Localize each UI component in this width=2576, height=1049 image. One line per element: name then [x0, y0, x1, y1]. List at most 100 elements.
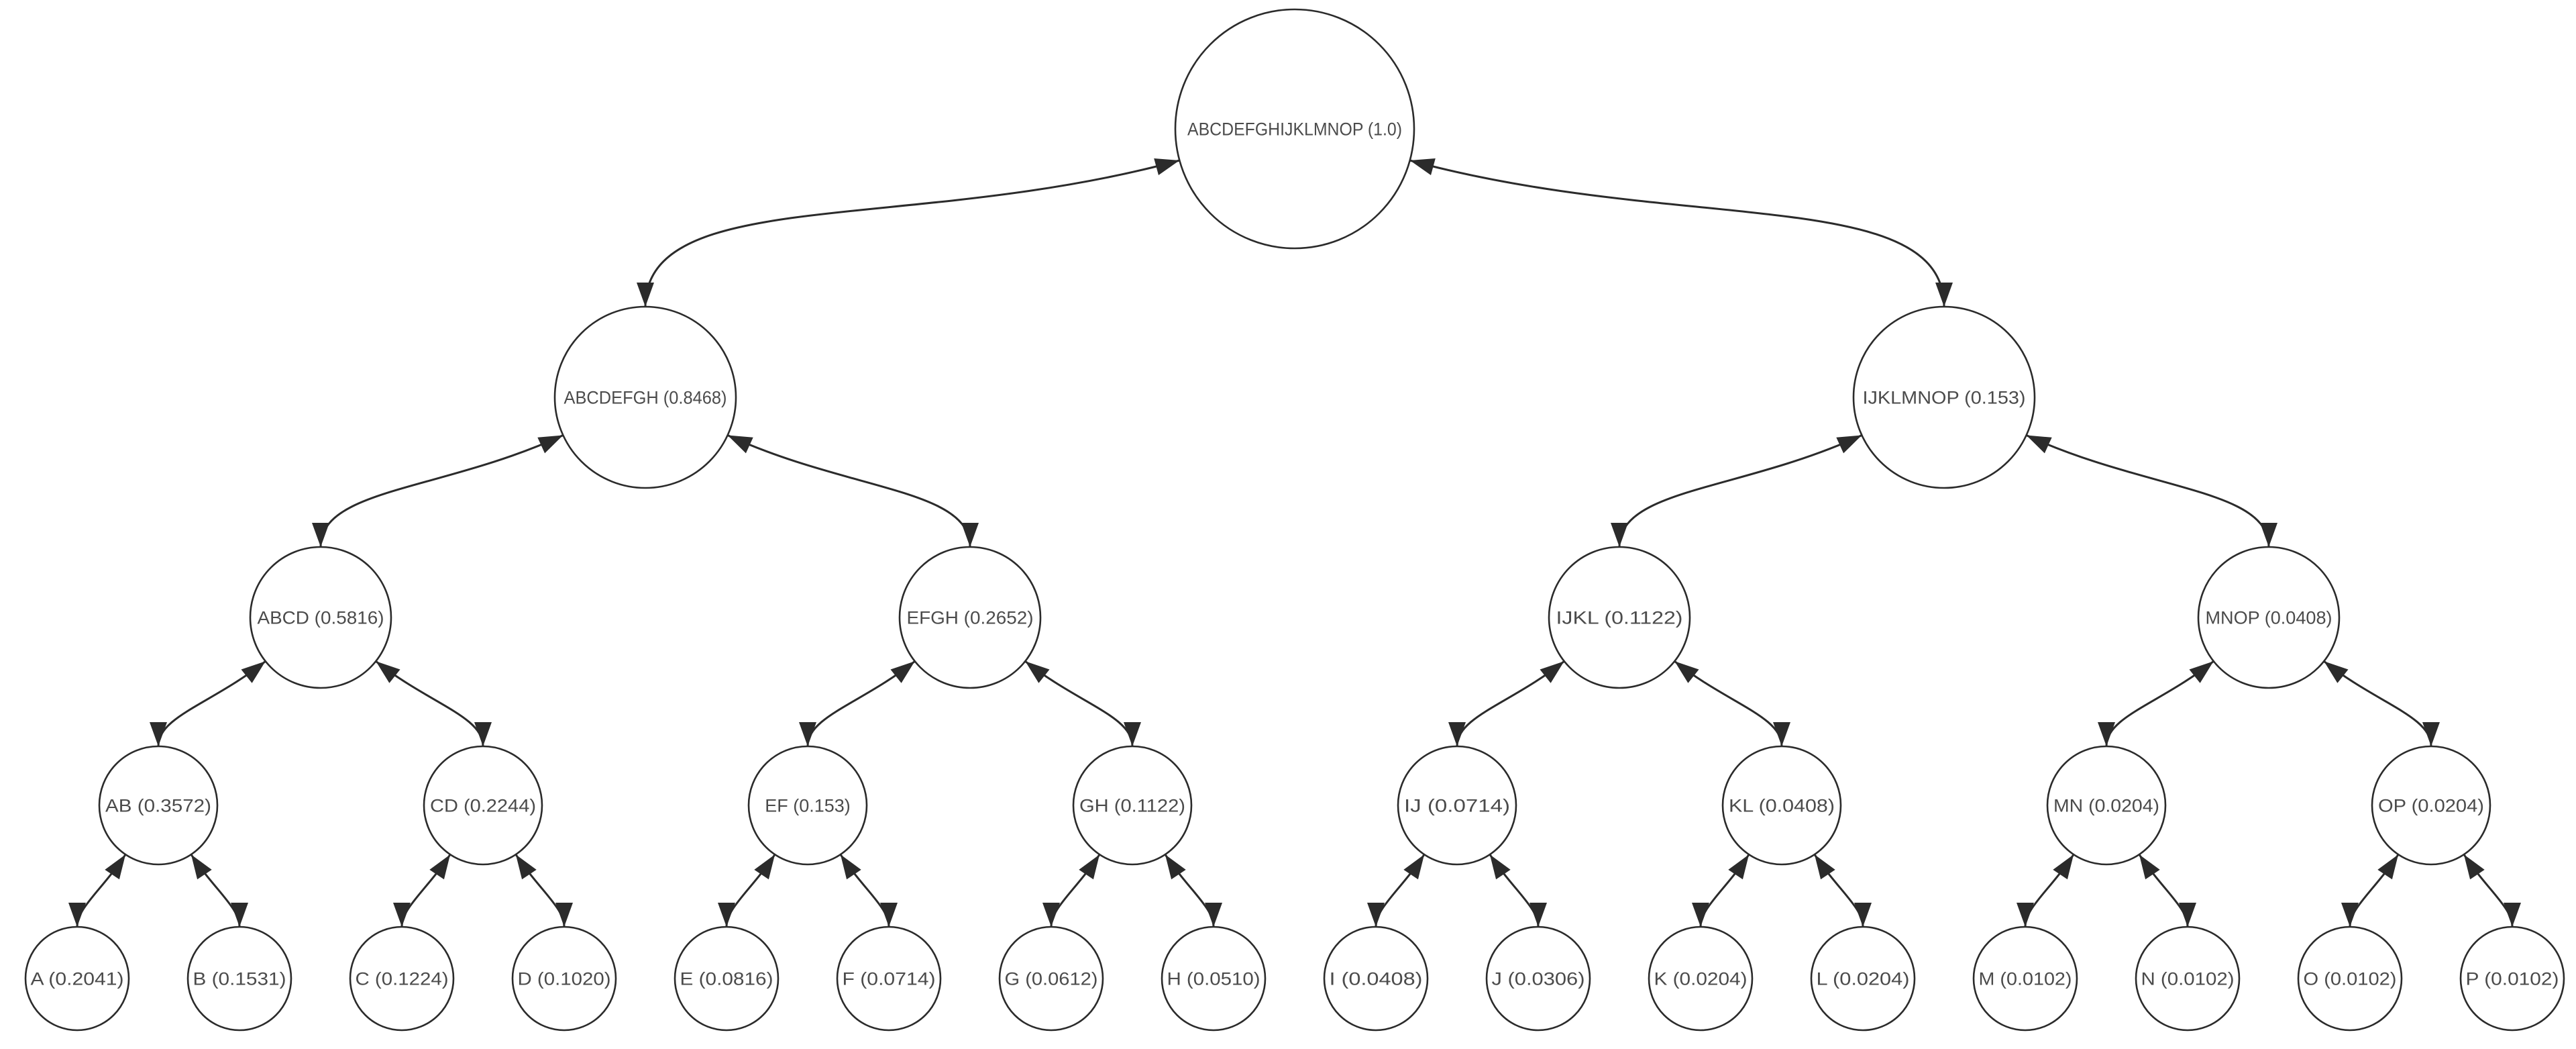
arrowhead-into-ABCDEFGH: [537, 435, 564, 454]
arrowhead-into-EFGH: [1025, 661, 1050, 683]
tree-node-EF: [747, 745, 868, 866]
arrowhead-into-O: [2341, 903, 2359, 927]
arrowhead-into-ABCDEFGH: [727, 435, 753, 454]
tree-node-label-MNOP: MNOP (0.0408): [2206, 607, 2332, 628]
arrowhead-into-AB: [191, 854, 212, 880]
tree-node-K: [1648, 926, 1754, 1032]
tree-node-AB: [98, 745, 219, 866]
arrowhead-into-EF: [799, 722, 816, 746]
tree-node-label-ABCDEFGH: ABCDEFGH (0.8468): [564, 387, 727, 407]
arrowhead-into-IJ: [1403, 854, 1425, 880]
tree-node-label-IJKL: IJKL (0.1122): [1556, 607, 1683, 628]
tree-node-label-J: J (0.0306): [1492, 968, 1585, 989]
tree-node-label-P: P (0.0102): [2466, 968, 2559, 989]
tree-node-label-AB: AB (0.3572): [105, 795, 211, 815]
tree-node-G: [998, 926, 1104, 1032]
tree-node-KL: [1721, 745, 1842, 866]
arrowhead-into-MN: [2098, 722, 2115, 746]
arrowhead-into-AB: [150, 722, 167, 746]
tree-node-label-MN: MN (0.0204): [2053, 795, 2159, 815]
arrowhead-into-KL: [1728, 854, 1750, 880]
tree-node-label-M: M (0.0102): [1979, 968, 2072, 989]
arrowhead-into-AB: [105, 854, 126, 880]
tree-node-D: [511, 926, 617, 1032]
arrowhead-into-ABCDEFGHIJKLMNOP: [1154, 158, 1180, 175]
tree-node-IJ: [1397, 745, 1517, 866]
tree-node-CD: [423, 745, 543, 866]
edge-ABCDEFGHIJKLMNOP-IJKLMNOP: [1409, 159, 1945, 307]
tree-node-label-CD: CD (0.2244): [430, 795, 536, 815]
tree-node-C: [349, 926, 455, 1032]
arrowhead-into-K: [1692, 903, 1709, 927]
arrowhead-into-IJ: [1489, 854, 1511, 880]
tree-node-label-GH: GH (0.1122): [1079, 795, 1185, 815]
tree-node-label-B: B (0.1531): [193, 968, 286, 989]
arrowhead-into-GH: [1124, 722, 1141, 746]
arrowhead-into-E: [718, 903, 735, 927]
tree-node-label-ABCD: ABCD (0.5816): [258, 607, 384, 628]
arrowhead-into-IJKLMNOP: [1935, 283, 1953, 307]
edge-IJKLMNOP-MNOP: [2025, 434, 2270, 548]
arrowhead-into-EFGH: [961, 523, 979, 547]
arrowhead-into-IJKLMNOP: [1836, 435, 1862, 454]
tree-node-MN: [2046, 745, 2167, 866]
arrowhead-into-EFGH: [890, 661, 915, 683]
arrowhead-into-EF: [840, 854, 861, 880]
tree-node-label-EFGH: EFGH (0.2652): [907, 607, 1034, 628]
arrowhead-into-IJ: [1448, 722, 1466, 746]
arrowhead-into-MN: [2053, 854, 2074, 880]
tree-node-GH: [1072, 745, 1193, 866]
tree-node-label-O: O (0.0102): [2304, 968, 2397, 989]
tree-node-label-N: N (0.0102): [2141, 968, 2235, 989]
tree-node-I: [1323, 926, 1429, 1032]
arrowhead-into-M: [2017, 903, 2034, 927]
edge-IJKLMNOP-IJKL: [1618, 434, 1863, 548]
arrowhead-into-B: [231, 903, 248, 927]
arrowhead-into-OP: [2422, 722, 2440, 746]
arrowhead-into-ABCDEFGH: [637, 283, 654, 307]
tree-node-label-EF: EF (0.153): [765, 795, 851, 815]
arrowhead-into-MNOP: [2189, 661, 2214, 683]
arrowhead-into-OP: [2463, 854, 2485, 880]
arrowhead-into-EF: [754, 854, 775, 880]
tree-node-O: [2297, 926, 2403, 1032]
arrowhead-into-N: [2179, 903, 2196, 927]
arrowhead-into-IJKLMNOP: [2026, 435, 2052, 454]
arrowhead-into-MNOP: [2260, 523, 2277, 547]
tree-node-label-IJ: IJ (0.0714): [1404, 795, 1510, 815]
arrowhead-into-G: [1042, 903, 1060, 927]
tree-node-J: [1485, 926, 1591, 1032]
tree-node-EFGH: [898, 546, 1042, 689]
arrowhead-into-F: [880, 903, 898, 927]
arrowhead-into-OP: [2377, 854, 2399, 880]
arrowhead-into-L: [1854, 903, 1872, 927]
arrowhead-into-IJKL: [1611, 523, 1628, 547]
tree-node-MNOP: [2197, 546, 2341, 689]
arrowhead-into-ABCDEFGHIJKLMNOP: [1409, 158, 1436, 175]
tree-node-label-C: C (0.1224): [356, 968, 449, 989]
tree-node-M: [1972, 926, 2078, 1032]
tree-node-IJKLMNOP: [1852, 305, 2036, 489]
edge-ABCDEFGH-EFGH: [727, 434, 971, 548]
tree-node-A: [24, 926, 130, 1032]
tree-node-label-K: K (0.0204): [1654, 968, 1748, 989]
tree-node-F: [836, 926, 942, 1032]
tree-node-E: [674, 926, 780, 1032]
arrowhead-into-KL: [1773, 722, 1790, 746]
arrowhead-into-C: [393, 903, 411, 927]
tree-node-label-OP: OP (0.0204): [2378, 795, 2484, 815]
arrowhead-into-GH: [1079, 854, 1100, 880]
arrowhead-into-MNOP: [2324, 661, 2349, 683]
tree-node-B: [186, 926, 292, 1032]
tree-node-IJKL: [1548, 546, 1691, 689]
arrowhead-into-A: [68, 903, 86, 927]
tree-node-label-IJKLMNOP: IJKLMNOP (0.153): [1863, 387, 2026, 407]
tree-node-label-I: I (0.0408): [1330, 968, 1423, 989]
tree-node-label-E: E (0.0816): [680, 968, 773, 989]
arrowhead-into-I: [1367, 903, 1385, 927]
tree-node-OP: [2371, 745, 2491, 866]
arrowhead-into-ABCD: [241, 661, 266, 683]
tree-node-label-D: D (0.1020): [518, 968, 611, 989]
tree-node-label-F: F (0.0714): [843, 968, 936, 989]
